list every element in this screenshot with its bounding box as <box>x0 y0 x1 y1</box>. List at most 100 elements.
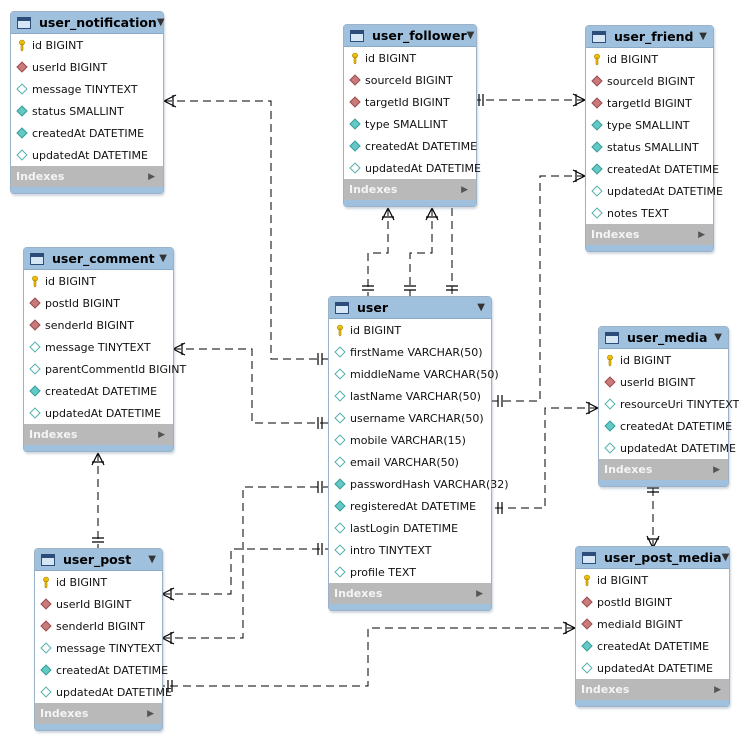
column-label: id BIGINT <box>56 575 108 589</box>
indexes-section[interactable]: Indexes▶ <box>329 583 491 604</box>
column-row[interactable]: id BIGINT <box>599 349 728 371</box>
column-row[interactable]: id BIGINT <box>586 48 713 70</box>
expand-arrow-icon[interactable]: ▶ <box>476 588 483 599</box>
table-header[interactable]: user_media▼ <box>599 327 728 349</box>
table-header[interactable]: user_follower▼ <box>344 25 476 47</box>
column-row[interactable]: updatedAt DATETIME <box>599 437 736 459</box>
column-row[interactable]: message TINYTEXT <box>11 78 163 100</box>
column-row[interactable]: createdAt DATETIME <box>599 415 732 437</box>
expand-arrow-icon[interactable]: ▶ <box>147 708 154 719</box>
indexes-label: Indexes <box>16 170 65 183</box>
column-row[interactable]: sourceId BIGINT <box>586 70 713 92</box>
expand-arrow-icon[interactable]: ▶ <box>461 184 468 195</box>
nullable-column-icon <box>334 434 346 446</box>
collapse-arrow-icon[interactable]: ▼ <box>466 30 475 41</box>
expand-arrow-icon[interactable]: ▶ <box>158 429 165 440</box>
column-row[interactable]: mediaId BIGINT <box>576 613 729 635</box>
column-row[interactable]: registeredAt DATETIME <box>329 495 491 517</box>
column-row[interactable]: updatedAt DATETIME <box>24 402 173 424</box>
column-row[interactable]: username VARCHAR(50) <box>329 407 491 429</box>
column-row[interactable]: createdAt DATETIME <box>35 659 168 681</box>
column-row[interactable]: type SMALLINT <box>586 114 713 136</box>
column-row[interactable]: id BIGINT <box>576 569 729 591</box>
column-row[interactable]: lastName VARCHAR(50) <box>329 385 491 407</box>
expand-arrow-icon[interactable]: ▶ <box>714 684 721 695</box>
collapse-arrow-icon[interactable]: ▼ <box>721 552 730 563</box>
column-row[interactable]: id BIGINT <box>344 47 476 69</box>
indexes-section[interactable]: Indexes▶ <box>586 224 713 245</box>
collapse-arrow-icon[interactable]: ▼ <box>699 31 707 42</box>
column-row[interactable]: intro TINYTEXT <box>329 539 491 561</box>
column-row[interactable]: postId BIGINT <box>576 591 729 613</box>
column-row[interactable]: updatedAt DATETIME <box>586 180 723 202</box>
column-row[interactable]: id BIGINT <box>11 34 163 56</box>
column-row[interactable]: updatedAt DATETIME <box>11 144 163 166</box>
column-row[interactable]: email VARCHAR(50) <box>329 451 491 473</box>
column-row[interactable]: createdAt DATETIME <box>24 380 173 402</box>
column-row[interactable]: postId BIGINT <box>24 292 173 314</box>
expand-arrow-icon[interactable]: ▶ <box>713 464 720 475</box>
table-title: user_post_media <box>604 550 722 565</box>
column-row[interactable]: updatedAt DATETIME <box>344 157 481 179</box>
column-row[interactable]: lastLogin DATETIME <box>329 517 491 539</box>
column-row[interactable]: createdAt DATETIME <box>11 122 163 144</box>
column-row[interactable]: resourceUri TINYTEXT <box>599 393 739 415</box>
expand-arrow-icon[interactable]: ▶ <box>698 229 705 240</box>
column-row[interactable]: profile TEXT <box>329 561 491 583</box>
column-row[interactable]: userId BIGINT <box>35 593 162 615</box>
indexes-section[interactable]: Indexes▶ <box>35 703 162 724</box>
expand-arrow-icon[interactable]: ▶ <box>148 171 155 182</box>
column-row[interactable]: userId BIGINT <box>599 371 728 393</box>
collapse-arrow-icon[interactable]: ▼ <box>156 17 165 28</box>
collapse-arrow-icon[interactable]: ▼ <box>159 253 167 264</box>
column-row[interactable]: passwordHash VARCHAR(32) <box>329 473 509 495</box>
column-row[interactable]: userId BIGINT <box>11 56 163 78</box>
table-header[interactable]: user_post▼ <box>35 549 162 571</box>
column-row[interactable]: firstName VARCHAR(50) <box>329 341 491 363</box>
column-row[interactable]: status SMALLINT <box>586 136 713 158</box>
column-label: postId BIGINT <box>597 595 672 609</box>
column-row[interactable]: updatedAt DATETIME <box>35 681 172 703</box>
column-row[interactable]: notes TEXT <box>586 202 713 224</box>
collapse-arrow-icon[interactable]: ▼ <box>477 302 485 313</box>
column-row[interactable]: type SMALLINT <box>344 113 476 135</box>
column-row[interactable]: status SMALLINT <box>11 100 163 122</box>
column-row[interactable]: message TINYTEXT <box>35 637 162 659</box>
column-row[interactable]: middleName VARCHAR(50) <box>329 363 499 385</box>
collapse-arrow-icon[interactable]: ▼ <box>714 332 722 343</box>
table-header[interactable]: user_post_media▼ <box>576 547 729 569</box>
table-header[interactable]: user_friend▼ <box>586 26 713 48</box>
column-row[interactable]: senderId BIGINT <box>35 615 162 637</box>
column-row[interactable]: targetId BIGINT <box>344 91 476 113</box>
collapse-arrow-icon[interactable]: ▼ <box>148 554 156 565</box>
column-row[interactable]: id BIGINT <box>24 270 173 292</box>
column-row[interactable]: createdAt DATETIME <box>576 635 729 657</box>
column-row[interactable]: id BIGINT <box>329 319 491 341</box>
column-row[interactable]: message TINYTEXT <box>24 336 173 358</box>
column-row[interactable]: createdAt DATETIME <box>586 158 719 180</box>
column-row[interactable]: senderId BIGINT <box>24 314 173 336</box>
indexes-section[interactable]: Indexes▶ <box>599 459 728 480</box>
column-row[interactable]: id BIGINT <box>35 571 162 593</box>
column-row[interactable]: targetId BIGINT <box>586 92 713 114</box>
column-row[interactable]: createdAt DATETIME <box>344 135 477 157</box>
indexes-section[interactable]: Indexes▶ <box>24 424 173 445</box>
table-header[interactable]: user_comment▼ <box>24 248 173 270</box>
indexes-section[interactable]: Indexes ▶ <box>11 166 163 187</box>
indexes-section[interactable]: Indexes▶ <box>344 179 476 200</box>
column-row[interactable]: sourceId BIGINT <box>344 69 476 91</box>
table-header[interactable]: user▼ <box>329 297 491 319</box>
table-header[interactable]: user_notification▼ <box>11 12 165 34</box>
column-row[interactable]: updatedAt DATETIME <box>576 657 729 679</box>
indexes-section[interactable]: Indexes▶ <box>576 679 729 700</box>
column-row[interactable]: mobile VARCHAR(15) <box>329 429 491 451</box>
column-row[interactable]: parentCommentId BIGINT <box>24 358 186 380</box>
